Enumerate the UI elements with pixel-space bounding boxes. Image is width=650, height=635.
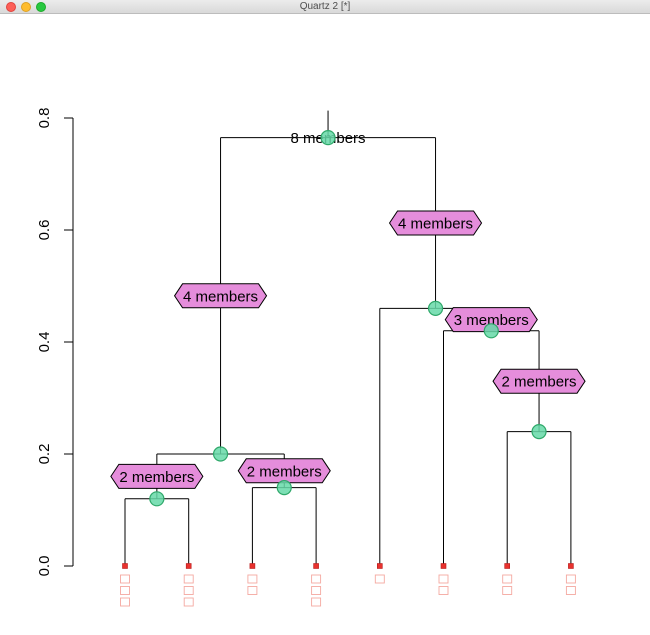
leaf-point [440, 563, 447, 569]
node-point [276, 480, 292, 496]
node-point [483, 323, 499, 339]
edge-label-box [110, 463, 204, 489]
edge-members-label: 4 members [183, 288, 258, 305]
y-tick-label: 0.4 [36, 332, 53, 353]
leaf-point [504, 563, 511, 569]
leaf-label-glyph-box [183, 586, 194, 595]
edge-labels: 2 members 2 members 4 members 2 members 3 me… [110, 130, 586, 489]
edge-members-label: 4 members [398, 216, 473, 233]
window-titlebar: Quartz 2 [*] [0, 0, 650, 14]
leaf-label-glyph-box [120, 586, 130, 595]
leaf-label-glyph-box [374, 574, 385, 584]
dendrogram-edges [124, 110, 572, 566]
y-tick-label: 0.8 [36, 108, 53, 129]
leaf-point [568, 563, 574, 569]
leaf-label-glyph-box [311, 586, 322, 595]
y-tick-label: 0.6 [36, 220, 53, 241]
leaf-label-glyph-box [183, 597, 194, 607]
edge-members-label: 3 members [454, 312, 529, 329]
leaf-label-glyph-box [502, 586, 513, 595]
window-title: Quartz 2 [*] [299, 1, 351, 12]
leaf-label-glyph-box [502, 574, 513, 584]
edge-members-label: 2 members [119, 469, 194, 486]
leaf-label-glyph-box [120, 597, 130, 607]
leaf-label-glyph-box [438, 586, 449, 595]
edge-members-label: 2 members [502, 374, 577, 391]
leaf-label-glyph-box [120, 574, 130, 584]
minimize-window-button[interactable] [21, 2, 31, 12]
leaf-markers [120, 563, 576, 607]
node-point [320, 129, 336, 146]
leaf-point [249, 563, 256, 569]
dendrogram-plot: 0.0 0.2 0.4 0.6 0.8 2 members 2 members 4 memb… [36, 108, 586, 607]
leaf-label-glyph-box [565, 574, 576, 584]
edge-label-box [388, 210, 483, 236]
leaf-label-glyph-box [183, 574, 194, 584]
leaf-label-glyph-box [247, 586, 258, 595]
y-axis: 0.0 0.2 0.4 0.6 0.8 [36, 108, 74, 577]
node-point [531, 424, 547, 440]
leaf-point [122, 563, 128, 569]
node-point [149, 491, 165, 507]
leaf-point [185, 563, 192, 569]
y-tick-label: 0.2 [36, 444, 53, 465]
edge-label-box [237, 458, 331, 484]
edge-label-box [444, 307, 538, 333]
leaf-label-glyph-box [247, 574, 258, 584]
node-point [212, 446, 229, 462]
leaf-point [376, 563, 383, 569]
leaf-point [313, 563, 319, 569]
node-point [427, 300, 444, 316]
leaf-label-glyph-box [438, 574, 449, 584]
y-tick-label: 0.0 [36, 556, 53, 577]
leaf-label-glyph-box [565, 586, 576, 595]
close-window-button[interactable] [6, 2, 16, 12]
edge-label-box [492, 368, 586, 394]
leaf-label-glyph-box [311, 597, 322, 607]
leaf-label-glyph-box [311, 574, 322, 584]
edge-label-box [173, 283, 268, 309]
maximize-window-button[interactable] [36, 2, 46, 12]
node-points [149, 129, 547, 507]
edge-members-label: 2 members [247, 463, 322, 480]
